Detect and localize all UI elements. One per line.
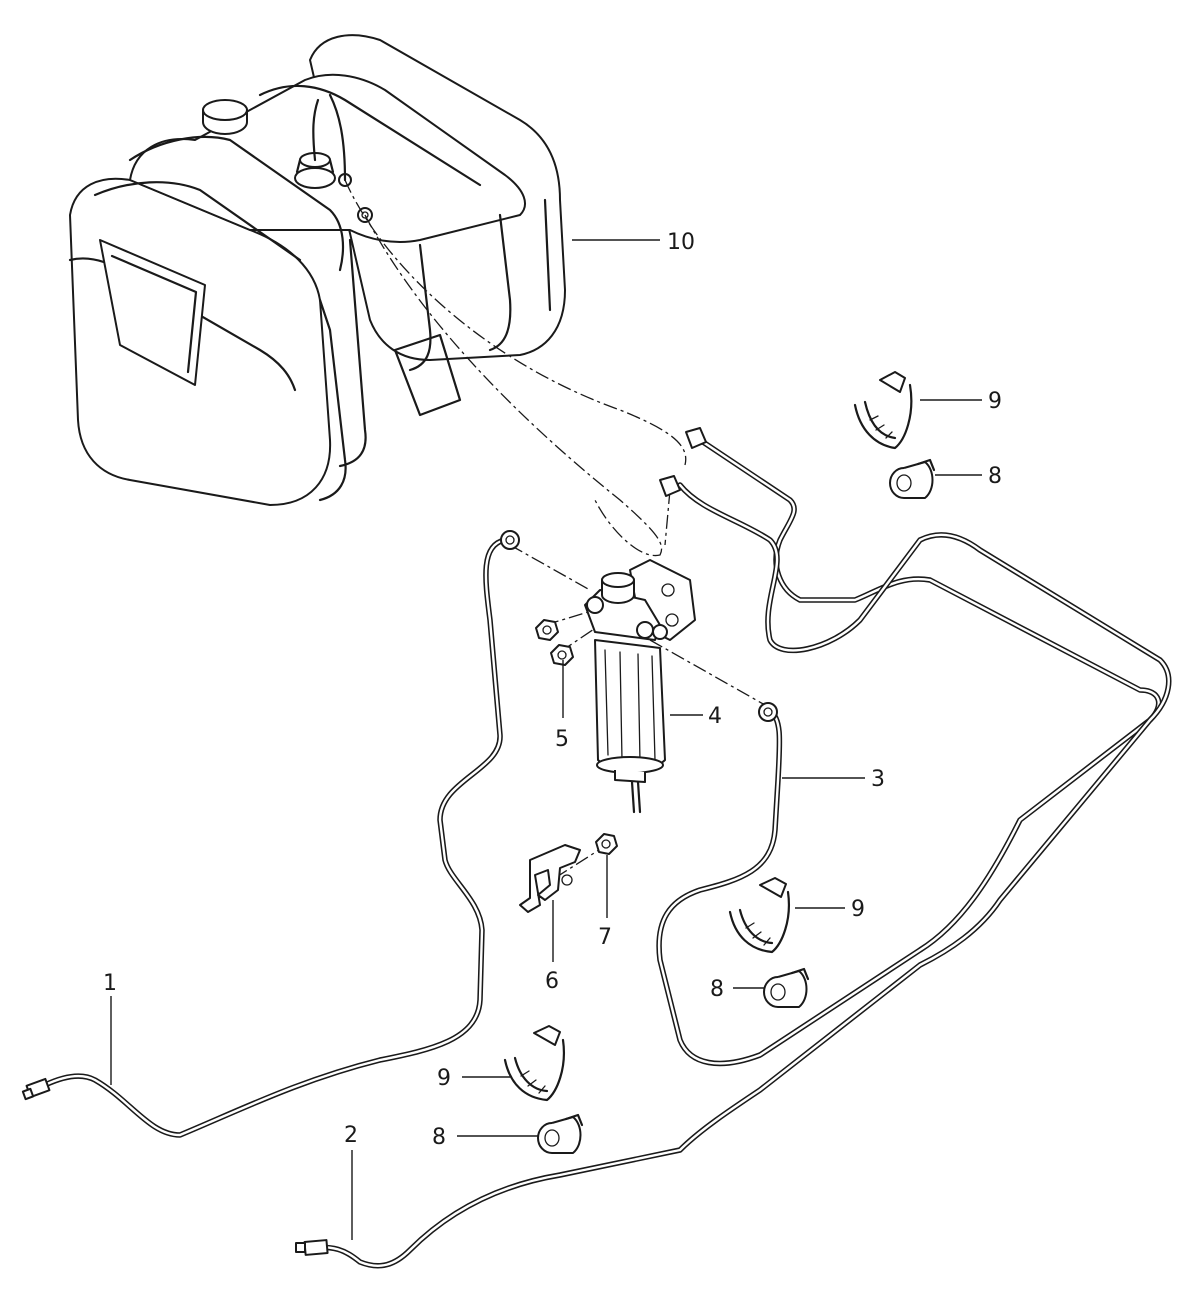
- pipe-1-end-fitting: [21, 1077, 51, 1101]
- nut-7: [595, 833, 618, 855]
- fuel-filter: [584, 559, 696, 814]
- callout-8-lower: 8: [432, 1125, 446, 1150]
- callout-6: 6: [545, 969, 559, 994]
- callout-4: 4: [708, 704, 722, 729]
- pipe-2-end-fitting: [295, 1239, 329, 1256]
- bracket-6: [519, 844, 581, 913]
- callout-1: 1: [103, 971, 117, 996]
- nut-5-upper: [535, 619, 559, 641]
- callout-labels: 10 9 8 4 5 3 9 7 6 8 1 9 8 2: [103, 230, 1002, 1150]
- hose-clamp-9-middle: [728, 877, 790, 954]
- hose-clamp-9-upper: [853, 371, 913, 450]
- callout-9-upper: 9: [988, 389, 1002, 414]
- fuel-tank: [68, 34, 566, 506]
- fuel-line-3: [656, 437, 1162, 1067]
- callout-8-upper: 8: [988, 464, 1002, 489]
- fuel-lines: [21, 427, 1172, 1269]
- callout-2: 2: [344, 1123, 358, 1148]
- leader-lines: [110, 239, 982, 1240]
- grommet-8-middle: [763, 967, 810, 1008]
- callout-3: 3: [871, 767, 885, 792]
- callout-9-lower: 9: [437, 1066, 451, 1091]
- assembly-centerlines: [344, 179, 766, 879]
- grommet-8-upper: [889, 458, 936, 499]
- callout-7: 7: [598, 925, 612, 950]
- pipe-1-banjo-fitting: [500, 530, 520, 550]
- grommet-8-lower: [537, 1113, 584, 1154]
- callout-10: 10: [667, 230, 695, 255]
- callout-9-middle: 9: [851, 897, 865, 922]
- hose-clamp-9-lower: [503, 1025, 565, 1102]
- nut-5-lower: [550, 644, 574, 666]
- pipe-2-tank-connector: [659, 427, 707, 497]
- pipe-3-banjo-fitting: [758, 702, 778, 722]
- callout-5: 5: [555, 727, 569, 752]
- callout-8-middle: 8: [710, 977, 724, 1002]
